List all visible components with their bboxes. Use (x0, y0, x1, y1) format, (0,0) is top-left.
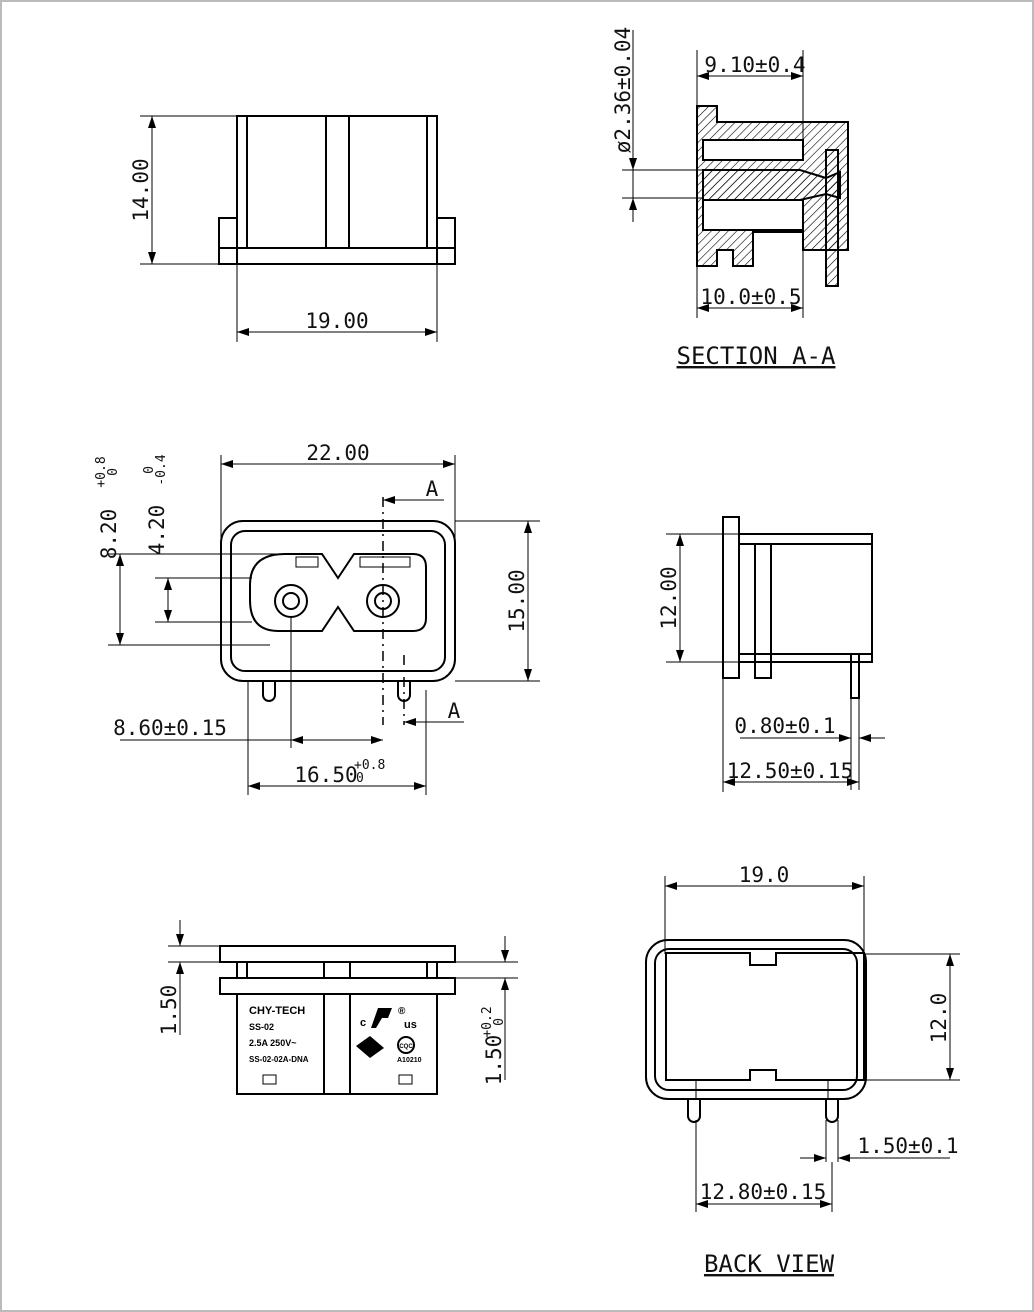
side-pin-thick-dim: 0.80±0.1 (734, 714, 835, 738)
front-view: A A 22.00 15.00 8.20 +0.8 0 4.20 0 -0.4 (94, 441, 540, 795)
section-view: ø2.36±0.04 9.10±0.4 10.0±0.5 SECTION A-A (611, 27, 849, 370)
side-depth-dim: 12.50±0.15 (727, 759, 853, 783)
section-title: SECTION A-A (677, 342, 836, 370)
bottom-view: CHY-TECH SS-02 2.5A 250V~ SS-02-02A-DNA … (157, 920, 518, 1095)
section-depth-top-dim: 9.10±0.4 (704, 53, 805, 77)
front-left-tol-lo: 0 (106, 468, 121, 476)
svg-text:®: ® (398, 1006, 406, 1017)
marking-model: SS-02 (249, 1022, 274, 1032)
front-height-dim: 15.00 (505, 569, 529, 632)
svg-text:c: c (360, 1017, 366, 1029)
side-view: 12.00 0.80±0.1 12.50±0.15 (657, 516, 885, 792)
back-pin-dim: 1.50±0.1 (857, 1134, 958, 1158)
bottom-gap-dim: 1.50 (482, 1035, 506, 1086)
back-height-dim: 12.0 (927, 993, 951, 1044)
bottom-gap-tol-hi: +0.2 (480, 1006, 495, 1037)
back-view: 19.0 12.0 1.50±0.1 12.80±0.15 BACK VIEW (645, 863, 960, 1278)
bottom-flange-dim: 1.50 (157, 985, 181, 1036)
cqc-logo: CQC (397, 1036, 415, 1054)
svg-text:us: us (404, 1019, 417, 1031)
ccc-logo (356, 1036, 384, 1058)
back-title: BACK VIEW (704, 1250, 835, 1278)
marking-part-no: SS-02-02A-DNA (249, 1055, 309, 1064)
front-mid-tol-lo: -0.4 (154, 454, 169, 485)
section-mark-bottom: A (448, 699, 461, 723)
front-span-tol-lo: 0 (356, 771, 364, 786)
back-width-dim: 19.0 (739, 863, 790, 887)
back-pitch-dim: 12.80±0.15 (700, 1180, 826, 1204)
top-view: 14.00 19.00 (129, 115, 456, 342)
front-mid-tol-hi: 0 (142, 466, 157, 474)
side-height-dim: 12.00 (657, 566, 681, 629)
front-mid-dim: 4.20 (145, 505, 169, 556)
top-width-dim: 19.00 (305, 309, 368, 333)
section-pin-dia-dim: ø2.36±0.04 (611, 27, 635, 153)
front-pin-offset-dim: 8.60±0.15 (113, 716, 227, 740)
section-mark-top: A (426, 477, 439, 501)
front-span-dim: 16.50 (294, 763, 357, 787)
marking-rating: 2.5A 250V~ (249, 1038, 296, 1048)
marking-cert-no: A10210 (397, 1057, 422, 1064)
section-depth-bottom-dim: 10.0±0.5 (700, 285, 801, 309)
bottom-gap-tol-lo: 0 (492, 1018, 507, 1026)
marking-brand: CHY-TECH (249, 1005, 305, 1017)
front-left-dim: 8.20 (97, 509, 121, 560)
front-left-tol-hi: +0.8 (94, 456, 109, 487)
top-height-dim: 14.00 (129, 158, 153, 221)
svg-text:CQC: CQC (399, 1044, 413, 1050)
front-width-dim: 22.00 (306, 441, 369, 465)
ul-logo: c ® us (360, 1006, 417, 1031)
front-span-tol-hi: +0.8 (354, 758, 385, 773)
